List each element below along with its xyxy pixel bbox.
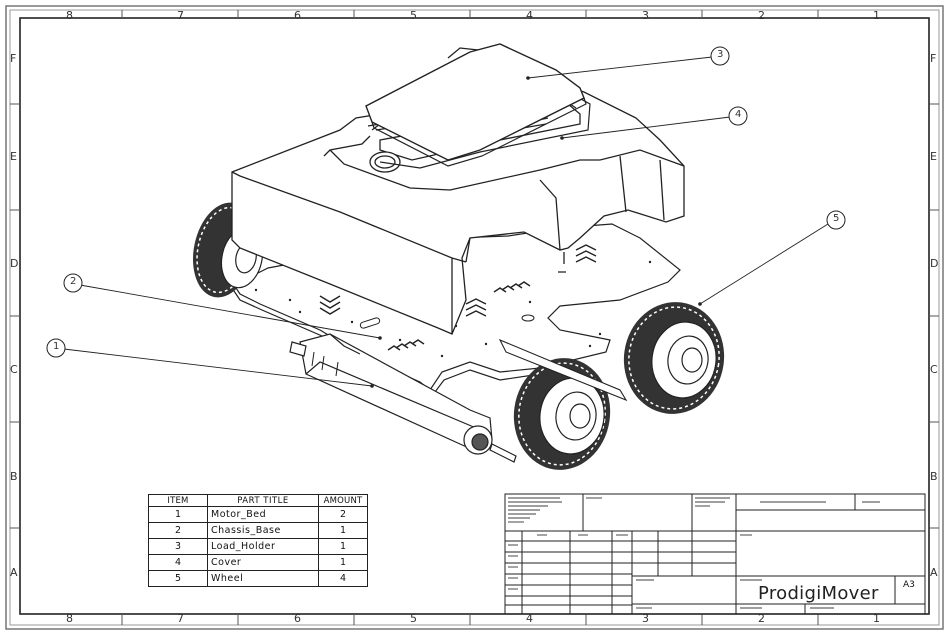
zone-label: B: [930, 470, 938, 483]
zone-label: 7: [177, 612, 184, 625]
bom-row: 3 Load_Holder 1: [148, 538, 368, 555]
zone-label: 2: [758, 612, 765, 625]
zone-label: 8: [66, 9, 73, 22]
balloon-3-label: 3: [717, 49, 724, 60]
bom-row: 5 Wheel 4: [148, 570, 368, 587]
bom-amount: 1: [318, 522, 368, 539]
motor-bed: [289, 333, 517, 463]
zone-label: 2: [758, 9, 765, 22]
sheet-size: A3: [903, 580, 915, 590]
bom-item: 2: [148, 522, 208, 539]
bom-amount: 1: [318, 538, 368, 555]
bom-header-row: ITEM PART TITLE AMOUNT: [148, 494, 368, 507]
bom-amount: 2: [318, 506, 368, 523]
zone-label: 5: [410, 612, 417, 625]
bom-header-amount: AMOUNT: [318, 494, 368, 507]
balloon-5-label: 5: [833, 213, 840, 224]
bom-row: 2 Chassis_Base 1: [148, 522, 368, 539]
zone-label: A: [10, 566, 18, 579]
title-block-frame: [504, 493, 926, 615]
balloon-1-label: 1: [53, 341, 60, 352]
zone-label: C: [10, 363, 18, 376]
zone-label: D: [930, 257, 939, 270]
zone-label: 3: [642, 9, 649, 22]
balloon-4-label: 4: [735, 109, 742, 120]
zone-label: 6: [294, 9, 301, 22]
wheel-front-left: [513, 358, 611, 470]
bom-item: 4: [148, 554, 208, 571]
zone-label: 5: [410, 9, 417, 22]
bom-row: 4 Cover 1: [148, 554, 368, 571]
bom-item: 3: [148, 538, 208, 555]
zone-label: F: [930, 52, 937, 65]
zone-label: D: [10, 257, 19, 270]
bom-item: 1: [148, 506, 208, 523]
bom-part: Wheel: [207, 570, 319, 587]
bom-part: Motor_Bed: [207, 506, 319, 523]
zone-label: E: [10, 150, 17, 163]
zone-label: 4: [526, 612, 533, 625]
bom-part: Chassis_Base: [207, 522, 319, 539]
bom-part: Cover: [207, 554, 319, 571]
zone-label: C: [930, 363, 938, 376]
zone-label: 4: [526, 9, 533, 22]
zone-label: 3: [642, 612, 649, 625]
bom-header-item: ITEM: [148, 494, 208, 507]
bom-header-part: PART TITLE: [207, 494, 319, 507]
bom-amount: 4: [318, 570, 368, 587]
bom-row: 1 Motor_Bed 2: [148, 506, 368, 523]
zone-label: 1: [873, 9, 880, 22]
bill-of-materials: ITEM PART TITLE AMOUNT 1 Motor_Bed 2 2 C…: [148, 494, 368, 587]
drawing-title: ProdigiMover: [758, 583, 879, 604]
wheel-front-right: [623, 302, 725, 414]
zone-label: 8: [66, 612, 73, 625]
bom-amount: 1: [318, 554, 368, 571]
balloon-2-label: 2: [70, 276, 77, 287]
cover: [365, 43, 587, 167]
zone-label: F: [10, 52, 17, 65]
zone-label: B: [10, 470, 18, 483]
zone-label: 6: [294, 612, 301, 625]
bom-part: Load_Holder: [207, 538, 319, 555]
bom-item: 5: [148, 570, 208, 587]
zone-label: E: [930, 150, 937, 163]
zone-label: 7: [177, 9, 184, 22]
zone-label: A: [930, 566, 938, 579]
zone-label: 1: [873, 612, 880, 625]
